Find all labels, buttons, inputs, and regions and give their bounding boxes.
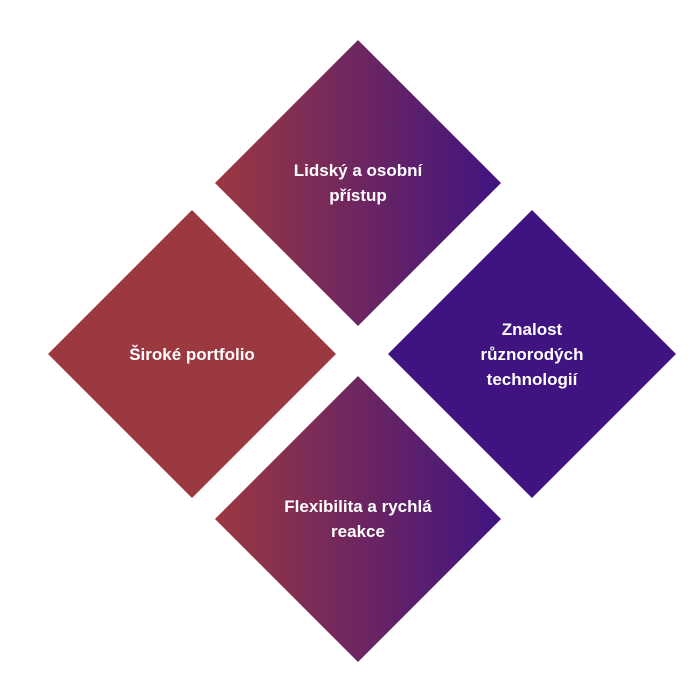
tile-human-approach-label: Lidský a osobní přístup (293, 161, 423, 205)
tile-technology-knowledge-label: Znalost různorodých technologií (480, 319, 584, 389)
tile-flexibility-label: Flexibilita a rychlá reakce (284, 497, 432, 541)
tile-wide-portfolio-label: Široké portfolio (129, 344, 255, 364)
